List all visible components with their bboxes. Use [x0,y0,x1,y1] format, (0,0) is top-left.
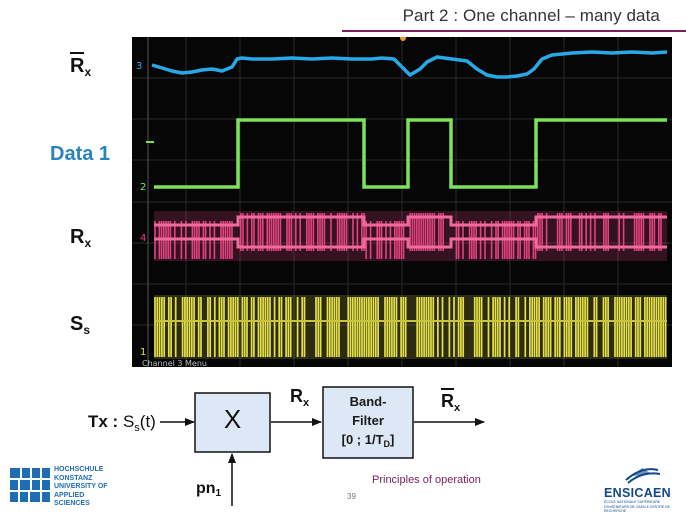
oscilloscope-screen: 3 2 4 1 Channel 3 Menu [132,37,672,367]
filter-line1: Band- [349,394,387,409]
title-underline [342,30,686,32]
htwg-line-3: UNIVERSITY OF [54,483,108,490]
tx-signal-sub: s [134,422,140,434]
page-number: 39 [347,492,356,501]
diagram-shapes [160,386,485,506]
pn-sub: 1 [215,488,222,499]
slide-title: Part 2 : One channel – many data [402,6,660,25]
htwg-line-1: HOCHSCHULE [54,466,104,473]
ch1-trace [154,297,667,357]
filter-line2: Filter [352,413,384,428]
ss-letter: S [70,313,84,335]
rx-in-letter: R [290,386,303,406]
rx-bar-sub: x [84,65,92,79]
filter-line3: [0 ; 1/TD] [323,430,413,454]
band-filter-label: Band- Filter [0 ; 1/TD] [323,392,413,454]
ss-sub: s [83,323,91,337]
pn-letters: pn [196,480,216,497]
rx-out-label: Rx [441,388,461,414]
rx-sub: x [84,236,92,250]
ensicaen-name: ENSICAEN [604,486,671,500]
footer-caption: Principles of operation [372,474,481,486]
ch4-lower-line [154,237,667,249]
label-data1: Data 1 [50,143,111,165]
ensicaen-logo-icon [625,468,661,484]
tx-prefix: Tx : [88,412,123,431]
rx-in-sub: x [303,397,310,409]
htwg-line-2: KONSTANZ [54,474,93,482]
ensicaen-logo: ENSICAEN ÉCOLE NATIONALE SUPÉRIEURE D'IN… [600,464,680,514]
htwg-logo-icon [10,468,50,502]
block-diagram: Tx : Ss(t) X Rx Band- Filter [0 ; 1/TD] … [0,378,686,517]
pn-label: pn1 [196,480,221,499]
band-filter-block [322,386,414,459]
ch1-band [154,295,667,359]
ch2-marker: 2 [140,182,146,193]
rx-in-label: Rx [290,386,309,409]
label-rx: Rx [70,226,91,250]
ch4-marker: 4 [140,233,146,244]
ch3-marker: 3 [136,61,142,72]
oscilloscope-traces: 3 2 4 1 Channel 3 Menu [132,37,672,367]
label-ss: Ss [70,313,90,337]
rx-bar-letter: R [70,52,85,77]
rx-out-letter: R [441,388,454,411]
ch4-upper-line [154,215,667,227]
multiplier-block [194,392,271,453]
scope-menu-label: Channel 3 Menu [142,359,207,367]
label-rx-bar: Rx [70,52,92,79]
filter-line3-suffix: ] [390,432,395,447]
filter-line3-sub: D [383,439,391,449]
trigger-marker [400,37,406,41]
tx-label: Tx : Ss(t) [88,412,156,434]
rx-out-sub: x [454,402,461,414]
rx-letter: R [70,226,85,248]
ch1-marker: 1 [140,347,146,358]
ensicaen-subtitle: ÉCOLE NATIONALE SUPÉRIEURE D'INGÉNIEURS … [604,500,671,513]
ch3-trace [151,50,668,79]
htwg-logo-text: HOCHSCHULE KONSTANZ UNIVERSITY OF APPLIE… [54,466,120,509]
htwg-line-4: APPLIED SCIENCES [54,491,90,508]
filter-line3-prefix: [0 ; 1/T [341,432,384,447]
tx-signal-arg: (t) [139,412,156,431]
ch2-trace [154,118,667,189]
multiplier-symbol: X [223,404,242,434]
tx-signal: S [122,412,135,431]
hochschule-konstanz-logo: HOCHSCHULE KONSTANZ UNIVERSITY OF APPLIE… [10,466,120,509]
